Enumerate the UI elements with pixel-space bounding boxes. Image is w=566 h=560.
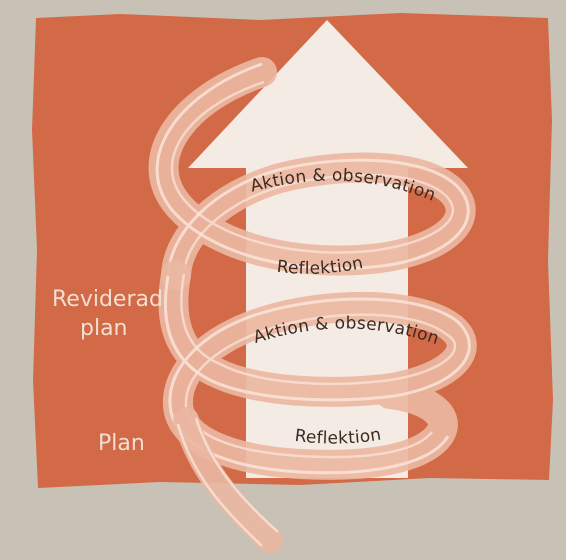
spiral-lower-loop xyxy=(158,260,477,480)
spiral-upper-loop xyxy=(148,57,476,290)
lower-reflection-label: Reflektion xyxy=(294,425,383,449)
revised-plan-label-line1: Reviderad xyxy=(52,287,163,312)
revised-plan-label-line2: plan xyxy=(80,316,128,341)
plan-label: Plan xyxy=(98,431,145,456)
svg-text:Reflektion: Reflektion xyxy=(294,425,383,449)
spiral-tail xyxy=(173,407,283,553)
